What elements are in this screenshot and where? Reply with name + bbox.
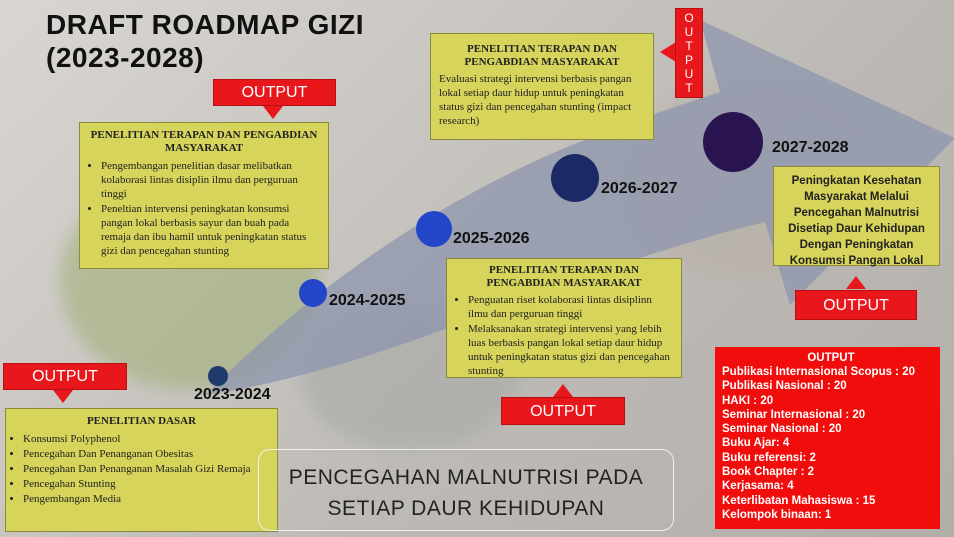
output-list-item: Buku Ajar: 4 [722,437,790,450]
output-list-item: Seminar Internasional : 20 [722,408,866,421]
box-penelitian-dasar: PENELITIAN DASAR Konsumsi Polyphenol Pen… [5,408,278,532]
list-item: Melaksanakan strategi intervensi yang le… [468,322,673,378]
year-label-2025: 2025-2026 [453,230,530,247]
output-letter: T [685,81,693,95]
output-label-vertical: O U T P U T [675,8,703,98]
list-item: Pencegahan Dan Penanganan Obesitas [23,447,271,461]
list-item: Penguatan riset kolaborasi lintas disipl… [468,293,673,321]
box-penelitian-terapan-2: PENELITIAN TERAPAN DAN PENGABDIAN MASYAR… [446,258,682,378]
output-list-item: Publikasi Nasional : 20 [722,380,847,393]
output-label-text: OUTPUT [241,84,308,101]
output-letter: U [684,67,694,81]
output-letter: P [684,53,693,67]
output-letter: U [684,25,694,39]
year-label-2027: 2027-2028 [772,139,849,156]
box-heading: PENELITIAN TERAPAN DAN PENGABDIAN MASYAR… [464,43,620,68]
year-label-2026: 2026-2027 [601,180,678,197]
milestone-dot-2027 [703,112,763,172]
title-line2: (2023-2028) [46,42,205,73]
box-heading: PENELITIAN TERAPAN DAN PENGABDIAN MASYAR… [90,129,318,154]
output-label-3: OUTPUT [501,397,625,425]
output-label-text: OUTPUT [32,368,98,385]
output-label-text: OUTPUT [530,403,596,420]
page-title: DRAFT ROADMAP GIZI (2023-2028) [46,8,364,74]
output-letter: T [685,39,693,53]
output-pointer-2 [263,106,283,119]
bottom-banner: PENCEGAHAN MALNUTRISI PADA SETIAP DAUR K… [258,449,674,531]
list-item: Pengembangan Media [23,492,271,506]
list-item: Pencegahan Dan Penanganan Masalah Gizi R… [23,462,271,476]
banner-line1: PENCEGAHAN MALNUTRISI PADA [288,466,644,489]
output-label-4: OUTPUT [795,290,917,320]
box-heading: PENELITIAN DASAR [86,415,197,427]
output-list-item: Kelompok binaan: 1 [722,508,832,521]
list-item: Pencegahan Stunting [23,477,271,491]
output-list-item: Book Chapter : 2 [722,466,815,479]
output-list-item: Keterlibatan Mahasiswa : 15 [722,494,876,507]
milestone-dot-2023 [208,366,228,386]
list-item: Peneltian intervensi peningkatan konsums… [101,202,320,258]
output-list-item: Seminar Nasional : 20 [722,423,842,436]
output-label-1: OUTPUT [3,363,127,390]
title-line1: DRAFT ROADMAP GIZI [46,9,365,40]
output-label-text: OUTPUT [823,297,889,314]
goal-box: Peningkatan Kesehatan Masyarakat Melalui… [773,166,940,267]
box-penelitian-terapan-3: PENELITIAN TERAPAN DAN PENGABDIAN MASYAR… [430,33,654,140]
output-pointer-1 [53,390,73,403]
output-list-item: Publikasi Internasional Scopus : 20 [722,366,916,378]
output-pointer-3 [553,384,573,397]
output-list-box: OUTPUT Publikasi Internasional Scopus : … [715,347,940,529]
output-label-2: OUTPUT [213,79,336,106]
output-pointer-4 [846,276,866,289]
box-text: Evaluasi strategi intervensi berbasis pa… [439,73,632,127]
list-item: Pengembangan penelitian dasar melibatkan… [101,159,320,201]
output-letter: O [684,11,694,25]
box-heading: PENELITIAN TERAPAN DAN PENGABDIAN MASYAR… [486,264,642,289]
year-label-2024: 2024-2025 [329,292,406,309]
output-list-item: Buku referensi: 2 [722,451,816,464]
list-item: Konsumsi Polyphenol [23,432,271,446]
output-pointer-vertical [660,42,676,62]
output-list-heading: OUTPUT [807,352,855,364]
goal-text: Peningkatan Kesehatan Masyarakat Melalui… [788,175,925,267]
milestone-dot-2024 [299,279,327,307]
output-list-item: Kerjasama: 4 [722,480,794,493]
milestone-dot-2026 [551,154,599,202]
year-label-2023: 2023-2024 [194,386,271,403]
box-penelitian-terapan-1: PENELITIAN TERAPAN DAN PENGABDIAN MASYAR… [79,122,329,269]
banner-line2: SETIAP DAUR KEHIDUPAN [327,497,605,520]
roadmap-arrow-shape [205,20,954,395]
output-list-item: HAKI : 20 [722,394,774,407]
milestone-dot-2025 [416,211,452,247]
